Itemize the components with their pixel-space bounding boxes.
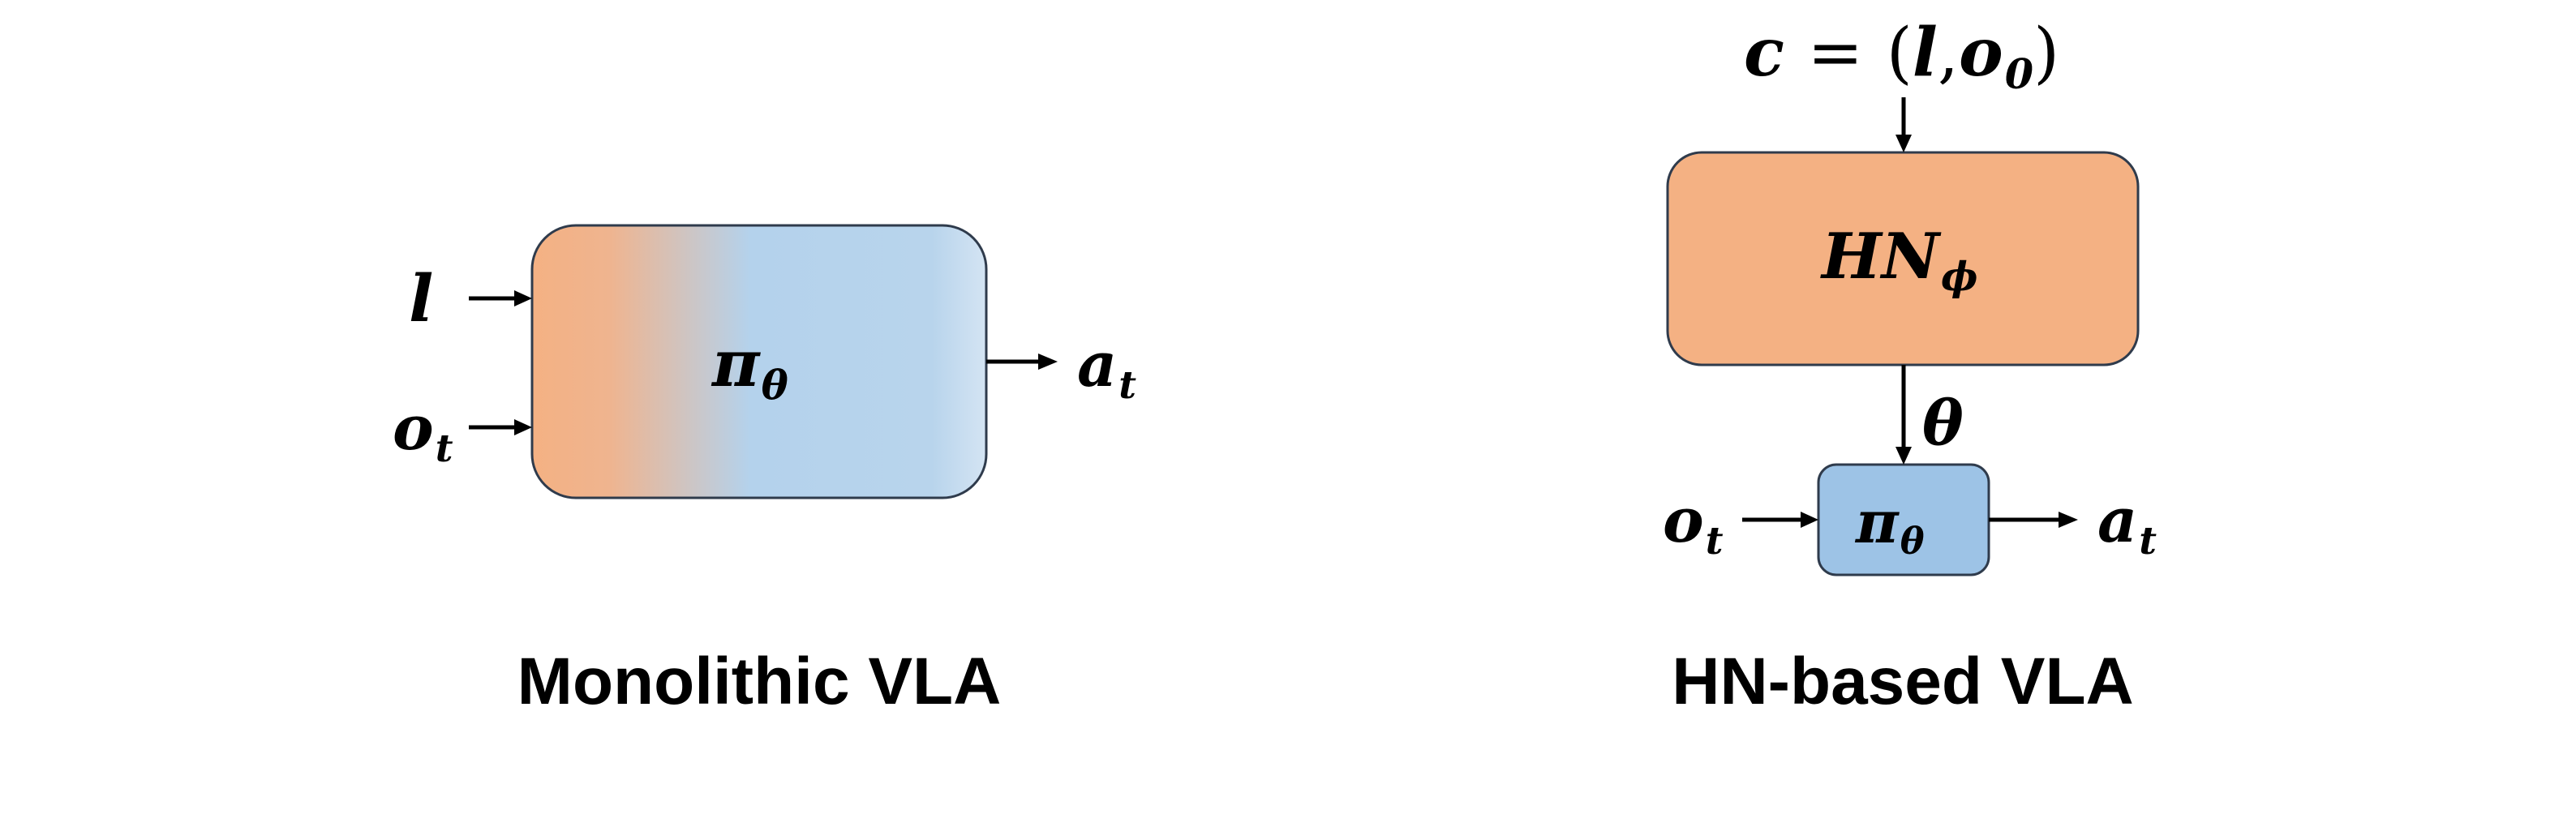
observation-input-label: ot	[393, 397, 453, 469]
hn-action-symbol: a	[2097, 484, 2138, 556]
context-equation: c = (l,o0)	[1744, 19, 2059, 95]
right-paren: )	[2033, 15, 2060, 92]
arrow-language-to-policy	[469, 290, 532, 306]
policy-subscript: θ	[761, 360, 788, 409]
context-symbol: c	[1744, 14, 1784, 92]
context-observation-symbol: o	[1959, 14, 2003, 92]
comma: ,	[1937, 15, 1960, 92]
equals-sign: =	[1807, 15, 1864, 92]
hypernetwork-label: HNϕ	[1822, 225, 1978, 298]
hn-observation-symbol: o	[1663, 484, 1704, 556]
hn-action-label: at	[2097, 490, 2157, 561]
action-symbol: a	[1077, 328, 1118, 401]
monolithic-caption: Monolithic VLA	[517, 645, 1002, 718]
hn-policy-symbol: π	[1856, 487, 1899, 556]
context-language-symbol: l	[1912, 14, 1938, 92]
arrow-context-to-hypernetwork	[1896, 97, 1912, 152]
hn-policy-subscript: θ	[1900, 520, 1925, 564]
observation-subscript: t	[435, 426, 453, 472]
hn-action-subscript: t	[2139, 519, 2157, 564]
observation-symbol: o	[393, 392, 434, 464]
language-input-label: l	[409, 266, 433, 331]
arrow-hypernetwork-to-policy	[1896, 365, 1912, 465]
arrow-observation-to-hn-policy	[1742, 512, 1818, 528]
policy-symbol: π	[712, 325, 760, 401]
hn-observation-label: ot	[1663, 490, 1723, 561]
monolithic-policy-label: πθ	[712, 331, 788, 405]
params-label: θ	[1922, 392, 1964, 454]
monolithic-action-label: at	[1077, 334, 1136, 405]
arrow-hn-policy-to-action	[1989, 512, 2078, 528]
action-subscript: t	[1118, 363, 1137, 409]
arrow-policy-to-action	[986, 354, 1058, 370]
hn-based-caption: HN-based VLA	[1672, 645, 2134, 718]
left-paren: (	[1886, 15, 1913, 92]
language-symbol: l	[409, 260, 434, 336]
arrow-observation-to-policy	[469, 419, 532, 435]
hn-policy-label: πθ	[1856, 493, 1924, 560]
hypernetwork-symbol: HN	[1822, 220, 1939, 294]
hn-observation-subscript: t	[1705, 519, 1724, 564]
theta-symbol: θ	[1922, 387, 1964, 459]
hypernetwork-subscript: ϕ	[1941, 255, 1978, 301]
context-observation-subscript: 0	[2004, 49, 2034, 99]
